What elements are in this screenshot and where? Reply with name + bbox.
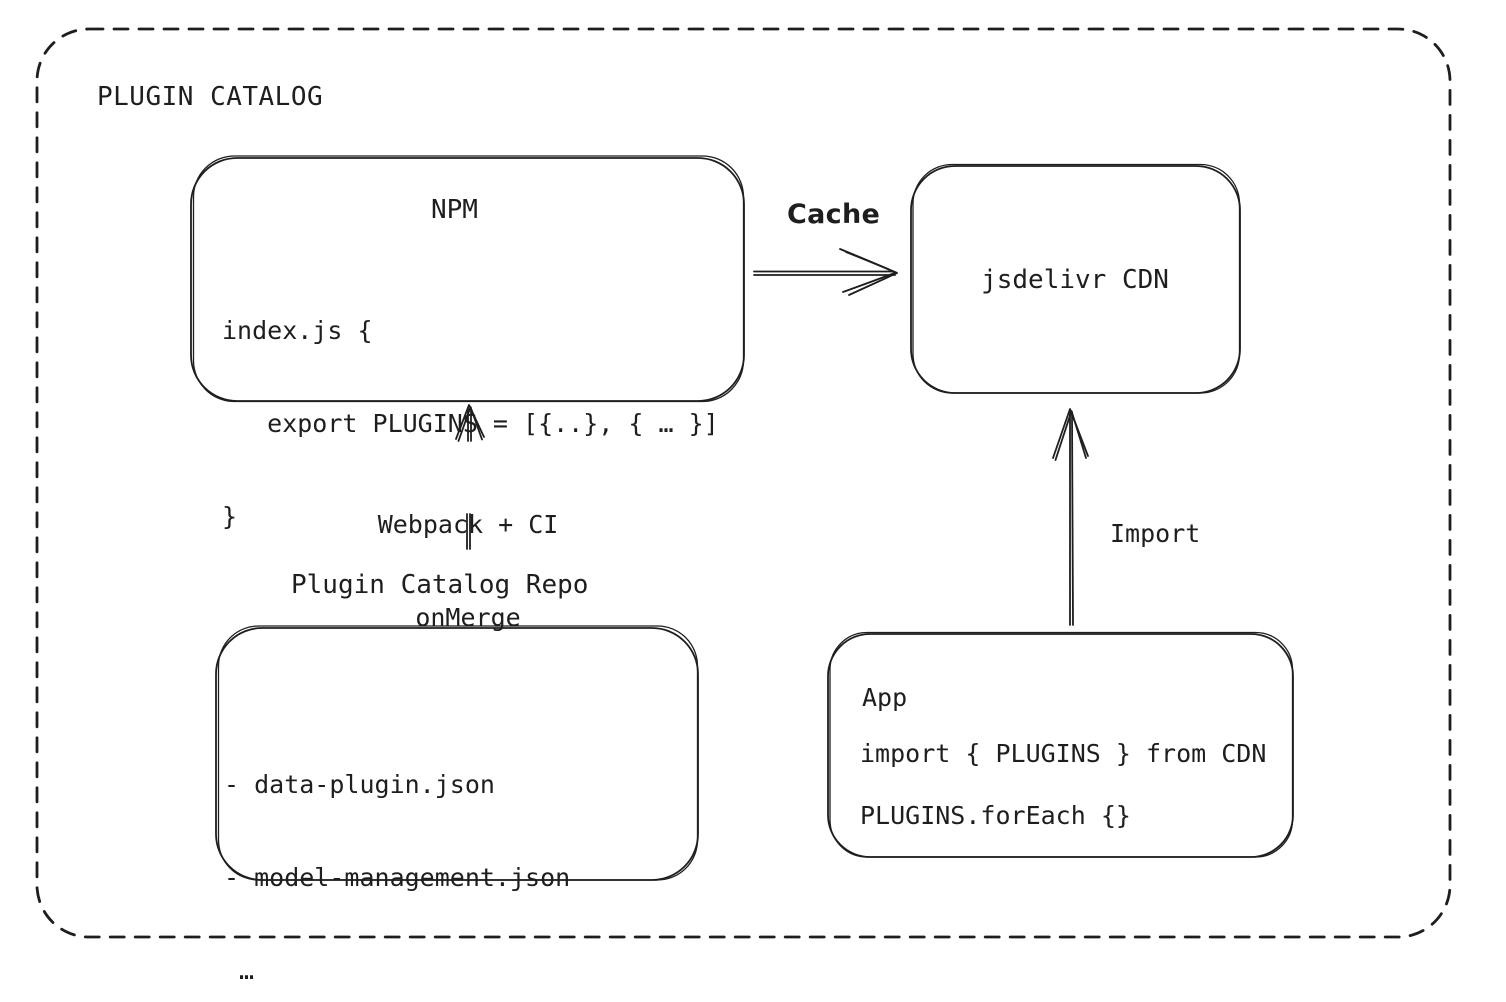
- repo-box: [215, 625, 699, 881]
- app-title: App: [862, 683, 908, 712]
- catalog-boundary-frame: [35, 27, 1452, 939]
- app-code-line: PLUGINS.forEach {}: [860, 801, 1131, 830]
- cache-arrow: [753, 248, 898, 296]
- npm-code-line: export PLUGINS = [{..}, { … }]: [222, 409, 719, 438]
- app-box: [827, 631, 1294, 858]
- build-arrow: [455, 404, 485, 550]
- cdn-box: [910, 163, 1241, 394]
- npm-code-block: index.js { export PLUGINS = [{..}, { … }…: [222, 253, 719, 594]
- import-edge-label: Import: [1110, 519, 1201, 548]
- npm-code-line: index.js {: [222, 316, 373, 345]
- cdn-title: jsdelivr CDN: [981, 265, 1169, 295]
- npm-box: [190, 155, 745, 403]
- repo-file-item: - model-management.json: [224, 863, 571, 892]
- repo-file-item: - data-plugin.json: [224, 770, 495, 799]
- diagram-title: PLUGIN CATALOG: [97, 82, 324, 112]
- import-arrow: [1052, 408, 1089, 626]
- build-edge-label-line: Webpack + CI: [377, 510, 559, 539]
- repo-heading: Plugin Catalog Repo: [291, 570, 589, 600]
- npm-code-line: }: [222, 502, 238, 531]
- app-code-line: import { PLUGINS } from CDN: [860, 739, 1267, 768]
- build-edge-label: Webpack + CI onMerge: [328, 447, 608, 695]
- npm-title: NPM: [431, 195, 478, 225]
- repo-file-list: - data-plugin.json - model-management.js…: [224, 707, 570, 1002]
- repo-file-item: …: [224, 956, 255, 985]
- cache-edge-label: Cache: [787, 199, 881, 230]
- build-edge-label-line: onMerge: [415, 603, 521, 632]
